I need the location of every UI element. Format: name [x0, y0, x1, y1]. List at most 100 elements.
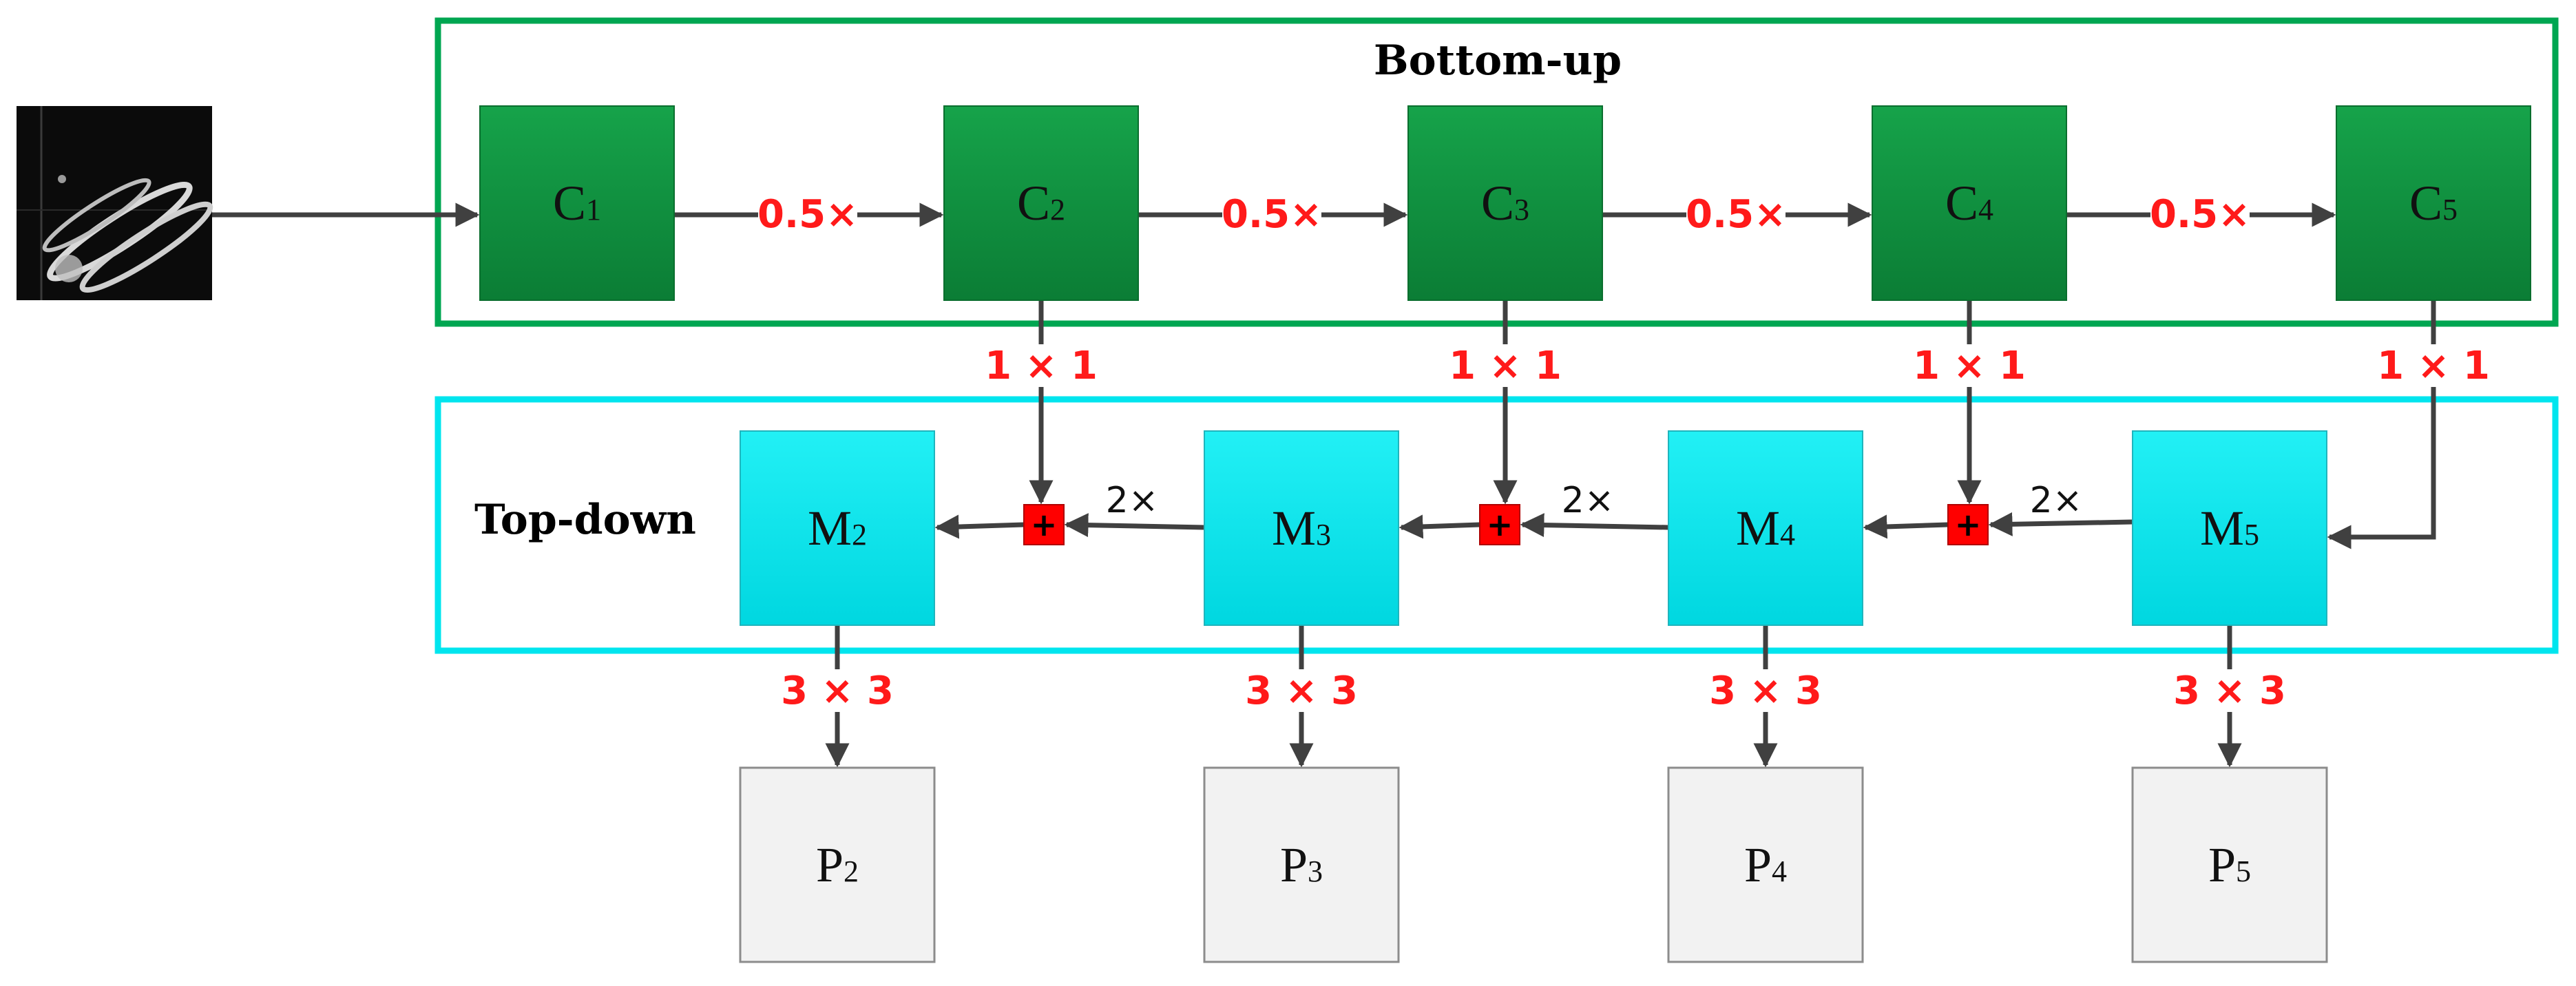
node-label: P3: [1280, 837, 1323, 892]
label-backdrop: [978, 344, 1104, 387]
node-subscript: 3: [1514, 193, 1529, 227]
node-label: C5: [2409, 176, 2458, 231]
node-label: P4: [1744, 837, 1787, 892]
label-backdrop: [2166, 669, 2293, 712]
m-node-box: [740, 430, 935, 626]
node-c5: C5: [2336, 105, 2531, 301]
adders-layer: + + +: [1023, 504, 1989, 545]
output-label: 3 × 3: [1245, 669, 1358, 713]
p-node-box: [1667, 766, 1864, 963]
node-subscript: 4: [1780, 518, 1795, 552]
c-node-box: [1872, 105, 2067, 301]
c-node-box: [479, 105, 675, 301]
node-m4: M4: [1668, 430, 1863, 626]
node-label: M4: [1736, 501, 1795, 556]
node-letter: C: [1945, 176, 1978, 231]
plus-icon: +: [1031, 506, 1058, 543]
downsample-label: 0.5×: [2150, 192, 2250, 237]
node-label: C4: [1945, 176, 1993, 231]
downsample-label: 0.5×: [1686, 192, 1786, 237]
node-letter: P: [2208, 837, 2236, 892]
label-backdrop: [1222, 190, 1321, 231]
upsample-arrow: [1064, 513, 1205, 538]
label-backdrop: [1238, 669, 1365, 712]
node-subscript: 3: [1316, 518, 1331, 552]
node-c1: C1: [479, 105, 675, 301]
adder-box: [1479, 504, 1520, 545]
node-letter: M: [1736, 501, 1780, 556]
label-backdrop: [1442, 344, 1569, 387]
label-backdrop: [2150, 190, 2250, 231]
node-p5: P5: [2131, 766, 2328, 963]
lateral-label: 1 × 1: [1449, 344, 1562, 388]
node-label: P5: [2208, 837, 2251, 892]
upsample-label: 2×: [1562, 480, 1615, 521]
input-image: [17, 106, 213, 300]
adder: +: [1947, 504, 1989, 545]
node-letter: M: [808, 501, 852, 556]
lateral-label: 1 × 1: [2377, 344, 2490, 388]
node-subscript: 2: [844, 854, 859, 888]
node-subscript: 2: [1050, 193, 1065, 227]
node-letter: P: [816, 837, 844, 892]
upsample-arrow: [1988, 512, 2133, 536]
node-label: C1: [553, 176, 601, 231]
p-node-box: [739, 766, 936, 963]
output-label: 3 × 3: [781, 669, 894, 713]
node-label: C3: [1481, 176, 1529, 231]
bottom-up-group-frame: [434, 17, 2559, 327]
adder: +: [1023, 504, 1065, 545]
node-letter: C: [2409, 176, 2442, 231]
node-m2: M2: [740, 430, 935, 626]
output-label: 3 × 3: [2173, 669, 2286, 713]
node-subscript: 4: [1772, 854, 1787, 888]
lateral-label: 1 × 1: [985, 344, 1098, 388]
top-down-group-frame: [434, 396, 2559, 654]
m-node-box: [1668, 430, 1863, 626]
p-node-box: [2131, 766, 2328, 963]
node-subscript: 2: [852, 518, 867, 552]
merge-arrow: [1863, 514, 1949, 539]
node-subscript: 5: [2236, 854, 2251, 888]
c-node-box: [1407, 105, 1603, 301]
adder-box: [1947, 504, 1989, 545]
node-subscript: 1: [586, 193, 601, 227]
node-m3: M3: [1204, 430, 1399, 626]
upsample-label: 2×: [1106, 480, 1159, 521]
adder-box: [1023, 504, 1065, 545]
node-label: C2: [1017, 176, 1065, 231]
bottom-up-title: Bottom-up: [1374, 36, 1622, 85]
node-letter: C: [1017, 176, 1050, 231]
lateral-arrow-c5-m5: [2327, 300, 2436, 549]
c-node-box: [943, 105, 1139, 301]
node-subscript: 3: [1308, 854, 1323, 888]
upsample-label: 2×: [2030, 480, 2083, 521]
node-p3: P3: [1203, 766, 1400, 963]
plus-icon: +: [1487, 506, 1514, 543]
merge-arrow: [934, 514, 1025, 539]
top-down-title: Top-down: [474, 496, 696, 544]
downsample-label: 0.5×: [1222, 192, 1322, 237]
node-p2: P2: [739, 766, 936, 963]
merge-arrow: [1399, 514, 1480, 539]
node-p4: P4: [1667, 766, 1864, 963]
adder: +: [1479, 504, 1520, 545]
label-backdrop: [1702, 669, 1829, 712]
node-letter: C: [1481, 176, 1514, 231]
node-label: M2: [808, 501, 867, 556]
node-letter: P: [1280, 837, 1308, 892]
label-backdrop: [1906, 344, 2033, 387]
downsample-label: 0.5×: [757, 192, 858, 237]
node-m5: M5: [2132, 430, 2327, 626]
node-c3: C3: [1407, 105, 1603, 301]
node-label: P2: [816, 837, 859, 892]
node-c2: C2: [943, 105, 1139, 301]
output-label: 3 × 3: [1709, 669, 1822, 713]
node-subscript: 5: [2442, 193, 2458, 227]
node-letter: M: [2200, 501, 2244, 556]
label-backdrop: [758, 190, 857, 231]
c-node-box: [2336, 105, 2531, 301]
